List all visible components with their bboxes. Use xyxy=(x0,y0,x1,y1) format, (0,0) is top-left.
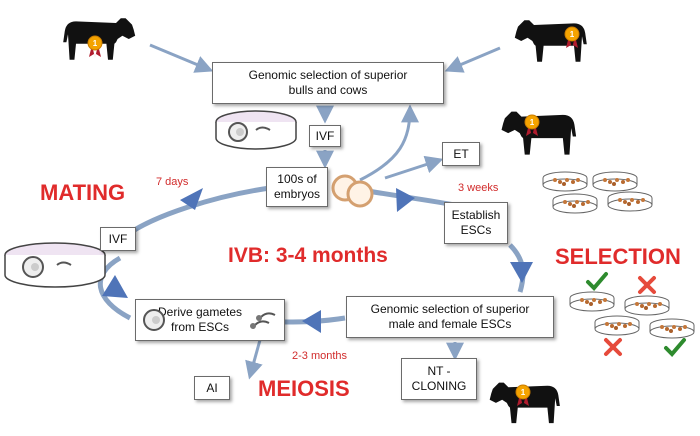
ivf-top-box: IVF xyxy=(309,125,341,147)
cross-icon xyxy=(604,338,622,356)
bull-icon xyxy=(63,18,136,60)
embryos-box: 100s of embryos xyxy=(266,167,328,207)
establish-escs-box: Establish ESCs xyxy=(444,202,508,244)
cycle-arrowhead-bottom xyxy=(302,310,321,333)
et-box: ET xyxy=(442,142,480,166)
sperm-icon xyxy=(254,320,270,326)
two-three-months-label: 2-3 months xyxy=(292,350,348,362)
ivb-label: IVB: 3-4 months xyxy=(228,244,388,267)
meiosis-label: MEIOSIS xyxy=(258,376,350,401)
cycle-arrowhead-left xyxy=(102,275,128,298)
cow-icon-et xyxy=(501,111,577,155)
three-weeks-label: 3 weeks xyxy=(458,182,499,194)
ivf-left-box: IVF xyxy=(100,227,136,251)
gamete-icons xyxy=(143,309,276,331)
check-icon xyxy=(586,272,608,291)
selection-dishes xyxy=(569,291,695,339)
seven-days-label: 7 days xyxy=(156,176,189,188)
flow-arrows xyxy=(149,43,501,380)
sperm-icon xyxy=(255,126,271,131)
nt-cloning-box: NT - CLONING xyxy=(401,358,477,400)
cycle-arrowhead-top xyxy=(180,188,203,210)
esc-dishes xyxy=(542,171,653,214)
petri-dish-icon-left xyxy=(4,242,106,288)
selection-label: SELECTION xyxy=(555,244,681,269)
cross-icon xyxy=(638,276,656,294)
cow-icon-clone xyxy=(489,382,560,424)
ai-box: AI xyxy=(194,376,230,400)
check-icon xyxy=(664,338,686,357)
sperm-icon xyxy=(56,261,72,266)
genomic-selection-mid-box: Genomic selection of superior male and f… xyxy=(346,296,554,338)
medal-icon xyxy=(87,35,103,59)
genomic-selection-top-box: Genomic selection of superior bulls and … xyxy=(212,62,444,104)
petri-dish-icon-top xyxy=(215,110,297,150)
embryo-icon xyxy=(331,174,374,208)
cycle-arrowhead-right xyxy=(510,262,533,283)
mating-label: MATING xyxy=(40,180,126,205)
cycle-arrowhead-right-top xyxy=(396,188,415,212)
cow-icon xyxy=(514,20,587,62)
